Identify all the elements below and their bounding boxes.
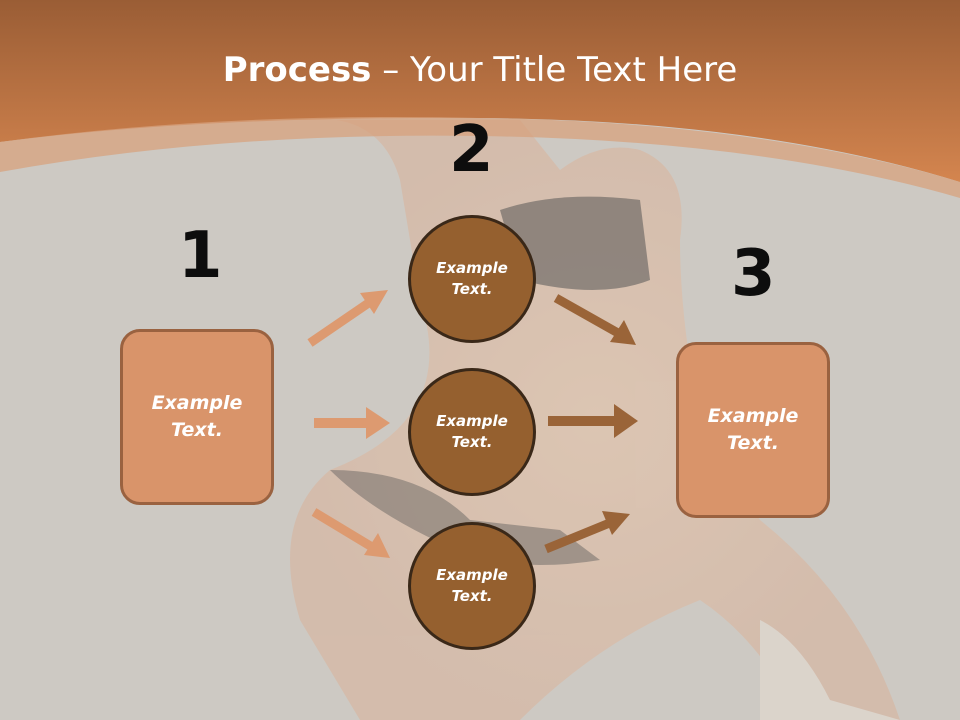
step-number-3: 3: [731, 237, 776, 311]
circle-middle-label: Example Text.: [436, 411, 508, 453]
circle-top-label: Example Text.: [436, 258, 508, 300]
left-box-label: Example Text.: [152, 390, 243, 443]
step-number-2: 2: [449, 113, 494, 187]
circle-bottom-label: Example Text.: [436, 565, 508, 607]
circle-step-middle[interactable]: Example Text.: [408, 368, 536, 496]
right-process-box[interactable]: Example Text.: [676, 342, 830, 518]
circle-middle-line2: Text.: [451, 433, 493, 451]
left-box-line2: Text.: [171, 419, 223, 441]
circle-top-line1: Example: [436, 259, 508, 277]
right-box-label: Example Text.: [708, 403, 799, 456]
circle-step-top[interactable]: Example Text.: [408, 215, 536, 343]
circle-bottom-line1: Example: [436, 566, 508, 584]
left-box-line1: Example: [151, 392, 243, 415]
left-process-box[interactable]: Example Text.: [120, 329, 274, 505]
title-bold: Process: [222, 50, 372, 90]
circle-top-line2: Text.: [451, 280, 493, 298]
step-number-1: 1: [178, 219, 223, 293]
circle-bottom-line2: Text.: [451, 587, 493, 605]
slide-title: Process – Your Title Text Here: [0, 50, 960, 90]
circle-middle-line1: Example: [436, 412, 508, 430]
circle-step-bottom[interactable]: Example Text.: [408, 522, 536, 650]
right-box-line2: Text.: [727, 432, 779, 454]
title-rest: – Your Title Text Here: [371, 50, 738, 90]
right-box-line1: Example: [707, 405, 799, 428]
